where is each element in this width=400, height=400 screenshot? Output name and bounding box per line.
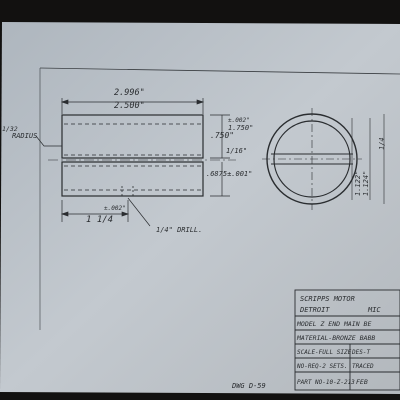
border-top (39, 67, 400, 75)
end-view (262, 108, 385, 210)
tb-quantity: NO-REQ-2 SETS. (296, 363, 348, 370)
tb-material: MATERIAL-BRONZE BABB (296, 334, 375, 342)
drawing-number: DWG D-59 (231, 382, 266, 390)
tb-scale: SCALE-FULL SIZE (297, 349, 352, 356)
tb-state: MIC (367, 306, 381, 314)
bushing-lower-half (61, 161, 204, 197)
title-block (294, 289, 400, 391)
hole-tolerance: ±.002" (104, 205, 126, 212)
tb-model: MODEL Z END MAIN BE (296, 320, 371, 328)
tb-company: SCRIPPS MOTOR (300, 295, 355, 303)
tb-designer: DES-T (351, 349, 370, 356)
tb-part-no: PART NO-10-Z-213 (297, 379, 355, 386)
wall-dim: 1/16" (226, 147, 247, 155)
dimension-lines (35, 98, 230, 227)
end-dim-1: 1.122" (354, 171, 362, 196)
bushing-upper-half (61, 114, 204, 159)
hole-position-dim: 1 1/4 (86, 215, 113, 225)
tb-city: DETROIT (299, 306, 330, 314)
radius-label: RADIUS (12, 132, 37, 140)
tb-date: FEB (356, 378, 368, 386)
length-dim-1: 2.996" (114, 88, 145, 98)
od-dim-2: .750" (210, 131, 234, 140)
drill-note: 1/4" DRILL. (156, 226, 202, 234)
radius-fraction: 1/32 (2, 125, 18, 133)
od-dim-1: 1.750" (228, 124, 253, 132)
id-dim: .6875±.001" (206, 170, 252, 178)
od-tolerance: ±.002" (228, 117, 250, 124)
end-fraction: 1/4 (378, 137, 386, 150)
end-dim-2: 1.124" (362, 171, 370, 196)
drawing-labels: 2.996" 2.500" 1/32 RADIUS 1.750" .750" ±… (2, 88, 386, 390)
tb-traced: TRACED (352, 363, 374, 370)
side-view (48, 114, 236, 197)
length-dim-2: 2.500" (114, 101, 145, 111)
